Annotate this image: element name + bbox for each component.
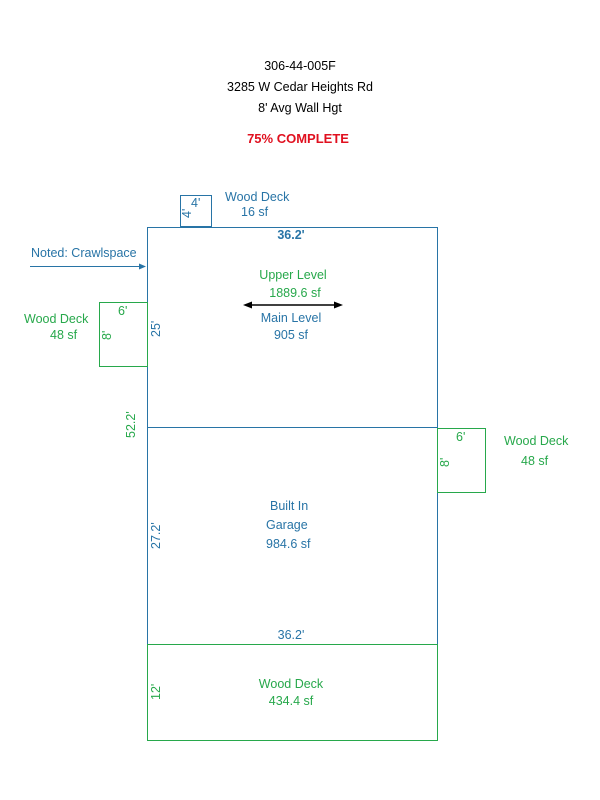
garage-label-2: Garage bbox=[266, 518, 308, 532]
main-width-dim: 36.2' bbox=[277, 228, 305, 242]
total-depth-dim: 52.2' bbox=[124, 411, 138, 438]
deck-top-outline bbox=[180, 195, 212, 227]
garage-area: 984.6 sf bbox=[266, 537, 311, 551]
deck-right-area: 48 sf bbox=[521, 454, 549, 468]
deck-right-outline bbox=[437, 428, 486, 493]
main-level-label: Main Level bbox=[260, 311, 322, 325]
deck-left-width: 6' bbox=[118, 304, 128, 318]
deck-left-label: Wood Deck bbox=[24, 312, 89, 326]
completion-status: 75% COMPLETE bbox=[247, 131, 349, 146]
level-arrowhead-right bbox=[334, 301, 343, 309]
deck-left-outline bbox=[99, 302, 148, 367]
main-depth-dim: 25' bbox=[149, 320, 163, 337]
address: 3285 W Cedar Heights Rd bbox=[227, 80, 373, 94]
main-level-area: 905 sf bbox=[273, 328, 309, 342]
deck-top-label: Wood Deck bbox=[225, 190, 290, 204]
deck-right-width: 6' bbox=[456, 430, 466, 444]
garage-outline bbox=[147, 427, 438, 645]
parcel-id: 306-44-005F bbox=[264, 59, 336, 73]
upper-level-label: Upper Level bbox=[259, 268, 327, 282]
deck-right-height: 8' bbox=[438, 457, 452, 467]
level-arrowhead-left bbox=[243, 301, 252, 309]
crawlspace-note: Noted: Crawlspace bbox=[31, 246, 137, 260]
deck-bottom-label: Wood Deck bbox=[258, 677, 324, 691]
deck-top-height: 4' bbox=[180, 208, 194, 218]
deck-left-height: 8' bbox=[100, 330, 114, 340]
garage-depth-dim: 27.2' bbox=[149, 522, 163, 549]
garage-width-dim: 36.2' bbox=[277, 628, 305, 642]
deck-top-area: 16 sf bbox=[241, 205, 269, 219]
deck-left-area: 48 sf bbox=[50, 328, 78, 342]
deck-right-label: Wood Deck bbox=[504, 434, 569, 448]
deck-bottom-depth: 12' bbox=[149, 683, 163, 700]
upper-level-area: 1889.6 sf bbox=[269, 286, 321, 300]
wall-height: 8' Avg Wall Hgt bbox=[258, 101, 342, 115]
deck-top-width: 4' bbox=[191, 196, 201, 210]
crawlspace-arrowhead bbox=[139, 263, 146, 270]
deck-bottom-area: 434.4 sf bbox=[268, 694, 314, 708]
deck-bottom-outline bbox=[147, 644, 438, 741]
garage-label-1: Built In bbox=[270, 499, 309, 513]
